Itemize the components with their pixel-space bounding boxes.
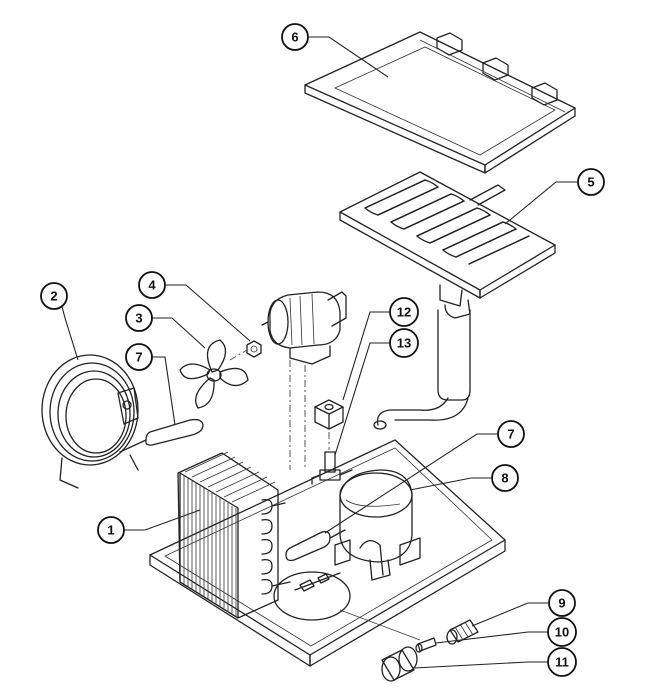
fitting-cap-11 — [381, 646, 418, 682]
callout-10: 10 — [547, 617, 577, 647]
callout-13: 13 — [389, 328, 419, 358]
callout-12: 12 — [389, 297, 419, 327]
svg-text:5: 5 — [587, 175, 594, 190]
callout-11: 11 — [547, 647, 577, 677]
capillary-coil — [41, 354, 139, 489]
detail-circle — [273, 571, 421, 641]
drier-tube — [285, 529, 346, 562]
fan-nut — [246, 340, 262, 358]
solenoid-valve — [311, 451, 353, 485]
callout-4: 4 — [138, 271, 166, 299]
leader-lines — [58, 36, 577, 669]
callout-7-right: 7 — [497, 420, 525, 448]
callout-9: 9 — [548, 589, 576, 617]
callout-8: 8 — [491, 464, 519, 492]
condenser — [177, 451, 291, 619]
cover-panel — [304, 31, 576, 174]
callout-1: 1 — [97, 516, 125, 544]
callout-2: 2 — [40, 282, 68, 310]
condenser-fins — [183, 451, 276, 617]
callout-6: 6 — [281, 23, 309, 51]
svg-text:12: 12 — [397, 305, 411, 320]
svg-text:6: 6 — [291, 30, 298, 45]
svg-text:8: 8 — [501, 471, 508, 486]
svg-text:3: 3 — [135, 311, 142, 326]
svg-text:10: 10 — [555, 625, 569, 640]
thermostat-bulb — [119, 418, 204, 453]
svg-text:4: 4 — [148, 278, 156, 293]
svg-text:11: 11 — [555, 655, 569, 670]
callout-5: 5 — [577, 168, 605, 196]
callout-3: 3 — [125, 304, 153, 332]
svg-text:13: 13 — [397, 336, 411, 351]
evaporator-coil — [364, 179, 530, 265]
fitting-9 — [446, 619, 479, 645]
svg-text:9: 9 — [558, 596, 565, 611]
callout-7-left: 7 — [125, 343, 153, 371]
fitting-10 — [415, 637, 437, 653]
svg-text:1: 1 — [107, 523, 114, 538]
fan-blade — [179, 339, 249, 409]
evaporator-plate — [339, 171, 556, 430]
solenoid-coil — [314, 399, 344, 430]
svg-text:7: 7 — [135, 350, 142, 365]
compressor — [334, 469, 421, 581]
svg-text:7: 7 — [507, 427, 514, 442]
svg-text:2: 2 — [50, 289, 57, 304]
fan-motor — [261, 291, 347, 365]
base-plate — [149, 439, 506, 667]
